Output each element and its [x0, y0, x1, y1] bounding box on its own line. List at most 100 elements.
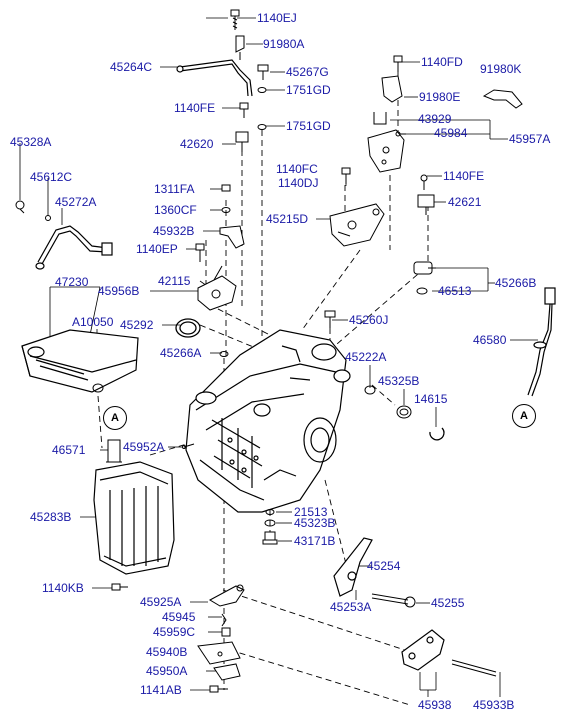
- bracket-45950a: [213, 663, 241, 681]
- bolt-1140fe-right: [420, 174, 428, 190]
- lever-45253a: [333, 537, 373, 597]
- label-45938: 45938: [418, 698, 452, 712]
- label-45283b: 45283B: [30, 510, 72, 524]
- label-45945: 45945: [162, 610, 196, 624]
- bracket-45215d: [329, 203, 385, 247]
- label-45272a: 45272A: [55, 195, 97, 209]
- label-45325b: 45325B: [378, 374, 420, 388]
- bracket-45957a: [367, 129, 405, 173]
- sensor-42621: [417, 194, 435, 215]
- label-14615: 14615: [414, 392, 448, 406]
- bolt-45328a: [15, 200, 25, 214]
- bolt-1140fd: [393, 55, 403, 72]
- label-45959c: 45959C: [153, 625, 196, 639]
- shaft-45254: [371, 593, 409, 605]
- strainer-46571: [106, 439, 122, 463]
- bolt-1140kb: [111, 583, 128, 591]
- label-1140fd: 1140FD: [421, 55, 463, 69]
- label-91980a: 91980A: [263, 37, 305, 51]
- label-45933b: 45933B: [473, 698, 515, 712]
- oring-45222a: [364, 385, 376, 395]
- clip-91980a: [235, 35, 245, 60]
- plug-45325b: [396, 405, 412, 419]
- label-1360cf: 1360CF: [154, 203, 197, 217]
- ring-1751gd-2: [257, 124, 267, 130]
- label-45323b: 45323B: [294, 516, 336, 530]
- label-1140fe-top: 1140FE: [174, 101, 216, 115]
- label-45956b: 45956B: [98, 284, 140, 298]
- label-45984: 45984: [434, 126, 468, 140]
- label-46580: 46580: [473, 333, 507, 347]
- bracket-91980e: [381, 75, 403, 103]
- ring-1360cf: [221, 207, 231, 213]
- label-45222a: 45222A: [345, 350, 387, 364]
- transmission-case: [185, 329, 351, 513]
- reference-marker-a-right: A: [512, 404, 536, 428]
- label-1140ej: 1140EJ: [257, 11, 297, 25]
- label-46571: 46571: [52, 443, 86, 457]
- washer-45323b: [264, 519, 276, 527]
- label-91980k: 91980K: [480, 62, 522, 76]
- label-1751gd-1: 1751GD: [286, 83, 331, 97]
- label-45950a: 45950A: [146, 664, 188, 678]
- label-1140dj: 1140DJ: [278, 176, 319, 190]
- label-45612c: 45612C: [30, 170, 73, 184]
- label-1751gd-2: 1751GD: [286, 119, 331, 133]
- label-45925a: 45925A: [140, 595, 182, 609]
- label-45940b: 45940B: [146, 645, 188, 659]
- clip-43929: [373, 112, 387, 125]
- seal-1311fa: [221, 184, 231, 192]
- bracket-91980k: [482, 89, 523, 109]
- label-1140kb: 1140KB: [42, 581, 84, 595]
- label-45957a: 45957A: [509, 132, 551, 146]
- ring-45266b: [416, 287, 428, 295]
- screw-45984: [395, 131, 406, 137]
- lever-45932b: [219, 225, 245, 249]
- tube-45272a: [35, 225, 113, 270]
- label-1140ep: 1140EP: [136, 242, 178, 256]
- snapring-14615: [429, 427, 445, 441]
- oil-pan-45283b: [93, 461, 175, 575]
- label-1140fe-right: 1140FE: [443, 169, 485, 183]
- pin-45933b: [451, 659, 497, 677]
- bolt-1141ab: [209, 685, 228, 693]
- bolt-1140ej: [230, 9, 240, 30]
- spring-45945: [221, 613, 227, 627]
- label-43929: 43929: [418, 112, 452, 126]
- bolt-1140fc: [341, 167, 351, 184]
- label-45215d: 45215D: [266, 212, 309, 226]
- oring-45292: [175, 318, 201, 338]
- clip-45959c: [221, 627, 231, 637]
- label-42621: 42621: [448, 195, 482, 209]
- filter-47230: [21, 329, 139, 393]
- label-21513: 21513: [294, 505, 328, 519]
- reference-marker-a-left: A: [103, 406, 127, 430]
- label-45254: 45254: [367, 559, 401, 573]
- label-45253a: 45253A: [330, 600, 372, 614]
- label-1141ab: 1141AB: [140, 683, 182, 697]
- tube-45264c: [176, 59, 253, 97]
- plug-43171b: [262, 531, 278, 545]
- bracket-45925a: [208, 584, 245, 607]
- ring-45612c: [45, 215, 51, 221]
- bolt-45260j: [324, 310, 336, 328]
- bolt-45267g: [257, 64, 269, 80]
- washer-45255: [404, 596, 416, 608]
- label-46513: 46513: [438, 284, 472, 298]
- switch-42115: [197, 265, 237, 311]
- label-45328a: 45328A: [10, 135, 52, 149]
- label-45266b: 45266B: [495, 276, 537, 290]
- label-1140fc: 1140FC: [276, 162, 318, 176]
- label-45932b: 45932B: [153, 224, 195, 238]
- bolt-1140fe: [239, 102, 249, 118]
- sensor-42620: [235, 131, 249, 152]
- label-45267g: 45267G: [286, 65, 329, 79]
- label-42620: 42620: [180, 137, 214, 151]
- label-1311fa: 1311FA: [154, 182, 195, 196]
- label-45952a: 45952A: [123, 440, 165, 454]
- label-45260j: 45260J: [349, 313, 389, 327]
- label-45255: 45255: [431, 596, 465, 610]
- label-91980e: 91980E: [419, 90, 461, 104]
- label-a10050: A10050: [72, 315, 114, 329]
